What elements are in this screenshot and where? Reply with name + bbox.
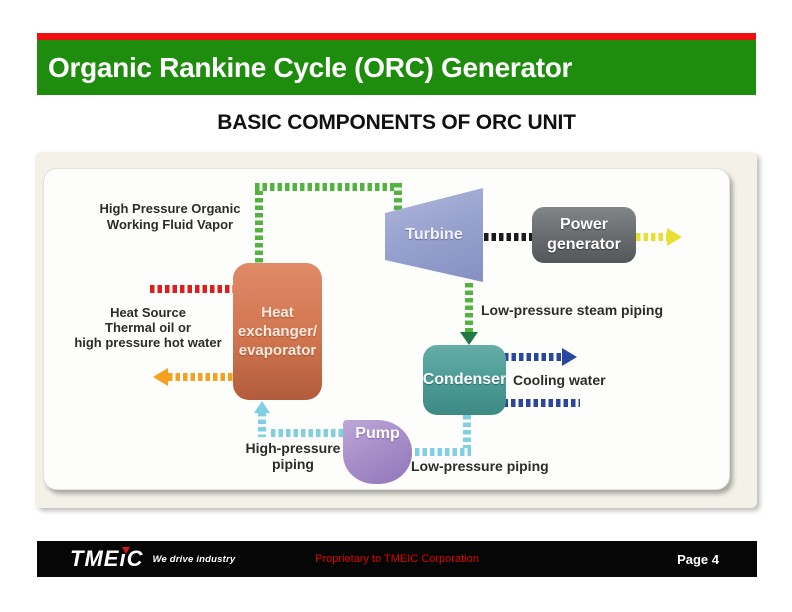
heat-return-arrowhead-icon bbox=[153, 368, 168, 386]
heat-exchanger-label-line1: Heat bbox=[261, 304, 294, 321]
logo-tagline: We drive industry bbox=[152, 553, 236, 565]
cooling-in-pipe bbox=[496, 399, 580, 407]
page-number: Page 4 bbox=[677, 551, 719, 567]
cooling-out-arrowhead-icon bbox=[562, 348, 577, 366]
cooling-out-pipe bbox=[474, 353, 562, 361]
logo-triangle-icon bbox=[122, 547, 131, 554]
logo-i-stem: ı bbox=[119, 546, 127, 571]
turbine-label: Turbine bbox=[405, 226, 463, 243]
high-pressure-piping-label: High-pressure piping bbox=[238, 440, 348, 472]
heat-source-label-line3: high pressure hot water bbox=[74, 335, 222, 350]
pump-box: Pump bbox=[343, 420, 412, 484]
logo-text-post: C bbox=[126, 546, 144, 571]
logo-letter-i: ı bbox=[119, 546, 131, 571]
lp-pipe-horizontal bbox=[400, 448, 471, 456]
high-pressure-piping-line1: High-pressure bbox=[245, 440, 341, 456]
high-pressure-piping-line2: piping bbox=[272, 456, 314, 472]
condenser-box: Condenser bbox=[423, 345, 506, 415]
heat-source-label-line2: Thermal oil or bbox=[105, 320, 191, 335]
low-pressure-piping-label: Low-pressure piping bbox=[411, 458, 549, 474]
steam-arrowhead-down-icon bbox=[460, 332, 478, 345]
cooling-water-label: Cooling water bbox=[513, 372, 606, 388]
logo-text-pre: TME bbox=[70, 546, 120, 571]
power-output-pipe bbox=[636, 233, 667, 241]
heat-exchanger-label-line2: exchanger/ bbox=[237, 323, 318, 340]
low-pressure-steam-label: Low-pressure steam piping bbox=[481, 302, 664, 318]
power-output-arrowhead-icon bbox=[667, 228, 682, 246]
header-accent-line bbox=[37, 33, 756, 40]
hp-pipe-arrowhead-icon bbox=[254, 401, 270, 413]
vapor-pipe-drop bbox=[394, 183, 402, 215]
hp-pipe-horizontal bbox=[271, 429, 344, 437]
heat-return-pipe bbox=[168, 373, 256, 381]
heat-inlet-pipe bbox=[150, 285, 246, 293]
power-generator-label-line2: generator bbox=[547, 236, 621, 253]
power-generator-box: Power generator bbox=[532, 207, 636, 263]
steam-pipe-vertical bbox=[465, 283, 473, 333]
heat-source-label: Heat Source Thermal oil or high pressure… bbox=[62, 305, 234, 350]
vapor-label-line1: High Pressure Organic bbox=[99, 201, 241, 216]
slide-title: Organic Rankine Cycle (ORC) Generator bbox=[48, 52, 573, 83]
lp-pipe-vertical bbox=[463, 415, 471, 453]
heat-source-label-line1: Heat Source bbox=[110, 305, 186, 320]
turbine-shaft bbox=[484, 233, 532, 241]
condenser-label: Condenser bbox=[422, 371, 507, 388]
heat-exchanger-box: Heat exchanger/ evaporator bbox=[233, 263, 322, 400]
vapor-label: High Pressure Organic Working Fluid Vapo… bbox=[75, 201, 265, 233]
vapor-pipe-vertical bbox=[255, 183, 263, 264]
vapor-pipe-horizontal bbox=[255, 183, 403, 191]
header-title-bar: Organic Rankine Cycle (ORC) Generator bbox=[37, 40, 756, 95]
slide-subtitle: BASIC COMPONENTS OF ORC UNIT bbox=[217, 111, 576, 134]
hp-pipe-vertical bbox=[258, 412, 266, 437]
pump-label: Pump bbox=[355, 425, 400, 442]
vapor-label-line2: Working Fluid Vapor bbox=[106, 217, 234, 232]
power-generator-label-line1: Power bbox=[559, 216, 608, 233]
heat-exchanger-label-line3: evaporator bbox=[238, 342, 317, 359]
proprietary-notice: Proprietary to TMEIC Corporation bbox=[315, 553, 479, 565]
